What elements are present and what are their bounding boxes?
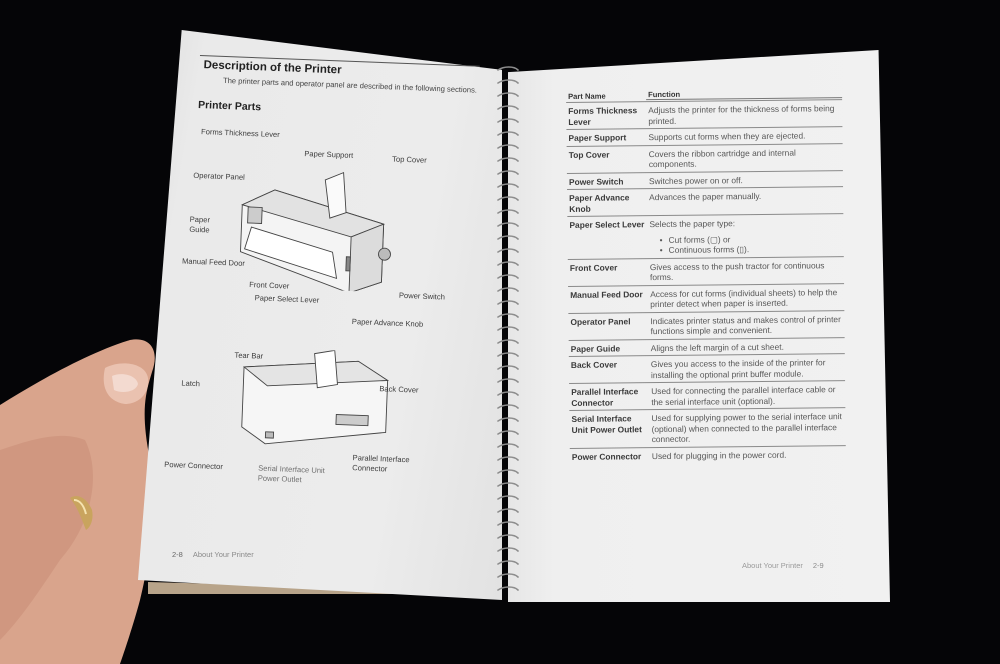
printer-rear-diagram xyxy=(241,349,390,445)
header-part-name: Part Name xyxy=(568,91,606,101)
parts-table: Part Name Function Forms Thickness Lever… xyxy=(566,85,846,464)
label-back-cover: Back Cover xyxy=(379,384,419,395)
label-parallel-interface-connector-line2: Connector xyxy=(352,463,388,474)
left-page xyxy=(138,30,502,600)
label-paper-advance-knob: Paper Advance Knob xyxy=(351,317,424,329)
right-page xyxy=(508,50,890,602)
label-manual-feed-door: Manual Feed Door xyxy=(181,256,246,268)
label-top-cover: Top Cover xyxy=(391,154,427,165)
label-paper-guide-line1: Paper xyxy=(189,214,211,225)
subheading-printer-parts: Printer Parts xyxy=(197,98,262,114)
label-tear-bar: Tear Bar xyxy=(234,350,264,361)
section-description: The printer parts and operator panel are… xyxy=(222,75,478,95)
printer-front-diagram xyxy=(240,171,391,293)
paper-type-list: Cut forms (▢) or Continuous forms (▯). xyxy=(650,233,844,256)
spiral-binding xyxy=(497,66,519,591)
right-page-footer: About Your Printer 2-9 xyxy=(742,561,824,570)
label-power-switch: Power Switch xyxy=(398,290,446,302)
label-paper-support: Paper Support xyxy=(304,149,354,160)
label-serial-interface-unit-line2: Power Outlet xyxy=(257,473,302,485)
right-footer-chapter: About Your Printer xyxy=(742,561,803,570)
left-page-content: Description of the Printer The printer p… xyxy=(164,55,482,585)
table-row: Paper Select Lever Selects the paper typ… xyxy=(567,213,844,259)
label-front-cover: Front Cover xyxy=(249,280,290,291)
bullet-continuous-forms: Continuous forms (▯). xyxy=(660,243,844,255)
left-footer-chapter: About Your Printer xyxy=(192,550,254,559)
section-title: Description of the Printer xyxy=(203,59,342,77)
left-page-footer: 2-8 About Your Printer xyxy=(172,550,254,559)
label-forms-thickness-lever: Forms Thickness Lever xyxy=(200,127,280,140)
header-function: Function xyxy=(646,88,843,101)
label-paper-select-lever: Paper Select Lever xyxy=(254,293,320,305)
left-page-number: 2-8 xyxy=(172,550,183,559)
label-latch: Latch xyxy=(181,378,201,389)
label-paper-guide-line2: Guide xyxy=(189,224,210,235)
label-operator-panel: Operator Panel xyxy=(193,170,246,182)
right-page-number: 2-9 xyxy=(812,561,824,570)
